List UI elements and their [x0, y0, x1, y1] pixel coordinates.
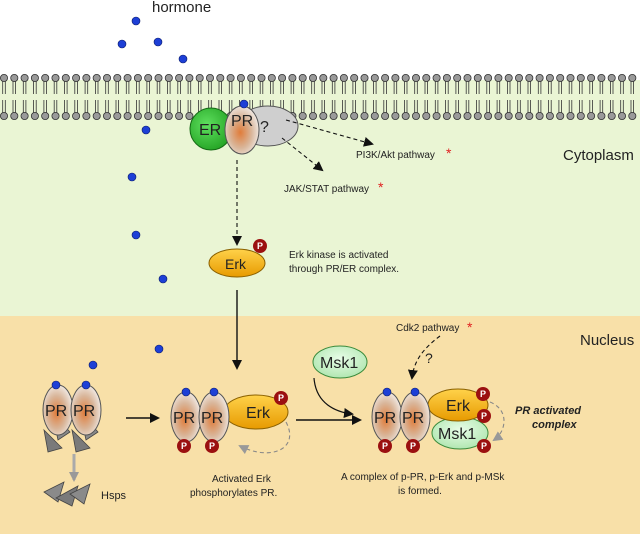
hormone-dot [131, 230, 141, 240]
pr-phospho [378, 439, 392, 453]
hormone-dot [141, 125, 151, 135]
hormone-molecules [88, 16, 188, 370]
pr-activated-label-line2: complex [532, 419, 578, 431]
erk-label: Erk [246, 405, 271, 422]
pr-label: PR [173, 410, 195, 427]
pr-phospho [205, 439, 219, 453]
pr-label: PR [73, 403, 95, 420]
pr-activated-complex: Msk1 P Erk P P PR PR P P [371, 387, 491, 453]
erk-cytoplasm: Erk P [208, 239, 267, 278]
hormone-dot [88, 360, 98, 370]
hormone-dot [117, 39, 127, 49]
er-label: ER [199, 122, 221, 139]
bound-hormone [410, 387, 420, 397]
pr-label: PR [402, 410, 424, 427]
arrow-to-pi3k [285, 119, 374, 147]
hormone-dot [178, 54, 188, 64]
bound-hormone [81, 380, 91, 390]
erk-phospho [477, 409, 491, 423]
cdk2-label: Cdk2 pathway [396, 323, 459, 334]
erk-note-line1: Erk kinase is activated [289, 250, 389, 261]
pi3k-star: * [446, 145, 452, 161]
msk1-free: Msk1 [312, 345, 368, 379]
released-hsps [43, 481, 91, 507]
msk1-label: Msk1 [320, 355, 358, 372]
erk-phospho-label: P [480, 389, 486, 399]
bound-hormone [209, 387, 219, 397]
pr-phospho [406, 439, 420, 453]
hormone-dot [153, 37, 163, 47]
pr-activated-label-line1: PR activated [515, 405, 581, 417]
msk1-label: Msk1 [438, 426, 476, 443]
bound-hormone [382, 387, 392, 397]
bound-hormone [239, 99, 249, 109]
msk1-molecule [312, 345, 368, 379]
jakstat-star: * [378, 179, 384, 195]
act-note-line2: phosphorylates PR. [190, 488, 277, 499]
erk-phospho [476, 387, 490, 401]
erk-phospho-label: P [481, 411, 487, 421]
hormone-dot [158, 274, 168, 284]
act-note-line1: Activated Erk [212, 474, 272, 485]
erk-molecule [208, 248, 266, 278]
pr-label: PR [374, 410, 396, 427]
pr-phospho [177, 439, 191, 453]
cdk2-star: * [467, 319, 473, 335]
erk-phospho [253, 239, 267, 253]
pr-label: PR [231, 113, 253, 130]
inactive-pr-dimer: PR PR [42, 380, 102, 453]
erk-phospho-label: P [257, 241, 263, 251]
pr-erk-complex: Erk P PR PR P P [170, 387, 289, 453]
arrow-msk1-join [313, 377, 354, 418]
erk-phospho [274, 391, 288, 405]
cytoplasm-label: Cytoplasm [563, 147, 634, 164]
unknown-partner-label: ? [260, 119, 269, 136]
complex-note-line1: A complex of p-PR, p-Erk and p-MSk [341, 472, 505, 483]
erk-note-line2: through PR/ER complex. [289, 264, 399, 275]
arrow-to-jakstat [281, 137, 324, 172]
arrow-erk-phosphorylates-pr [238, 421, 291, 455]
nucleus-label: Nucleus [580, 332, 634, 349]
erk-phospho-label: P [278, 393, 284, 403]
bound-hormone [181, 387, 191, 397]
jakstat-label: JAK/STAT pathway [284, 184, 369, 195]
hsp-shape [71, 428, 91, 453]
complex-note-line2: is formed. [398, 486, 442, 497]
pr-label: PR [45, 403, 67, 420]
pr-phospho-label: P [382, 441, 388, 451]
msk1-phospho-label: P [481, 441, 487, 451]
hormone-dot [154, 344, 164, 354]
pr-label: PR [201, 410, 223, 427]
hormone-dot [131, 16, 141, 26]
hormone-dot [127, 172, 137, 182]
hsps-label: Hsps [101, 490, 127, 502]
erk-label: Erk [225, 256, 247, 272]
cdk2-question: ? [425, 350, 433, 366]
pi3k-label: PI3K/Akt pathway [356, 150, 435, 161]
arrow-erk-phosphorylates-msk1 [489, 401, 505, 442]
pr-phospho-label: P [209, 441, 215, 451]
extracellular-region [0, 0, 640, 80]
hsp-shape [43, 428, 63, 453]
msk1-phospho [477, 439, 491, 453]
pr-phospho-label: P [410, 441, 416, 451]
hormone-label: hormone [152, 0, 211, 16]
bound-hormone [51, 380, 61, 390]
erk-label: Erk [446, 398, 471, 415]
pr-phospho-label: P [181, 441, 187, 451]
er-pr-membrane-complex: ? ER PR [189, 99, 299, 155]
hsp-shape [69, 483, 91, 505]
